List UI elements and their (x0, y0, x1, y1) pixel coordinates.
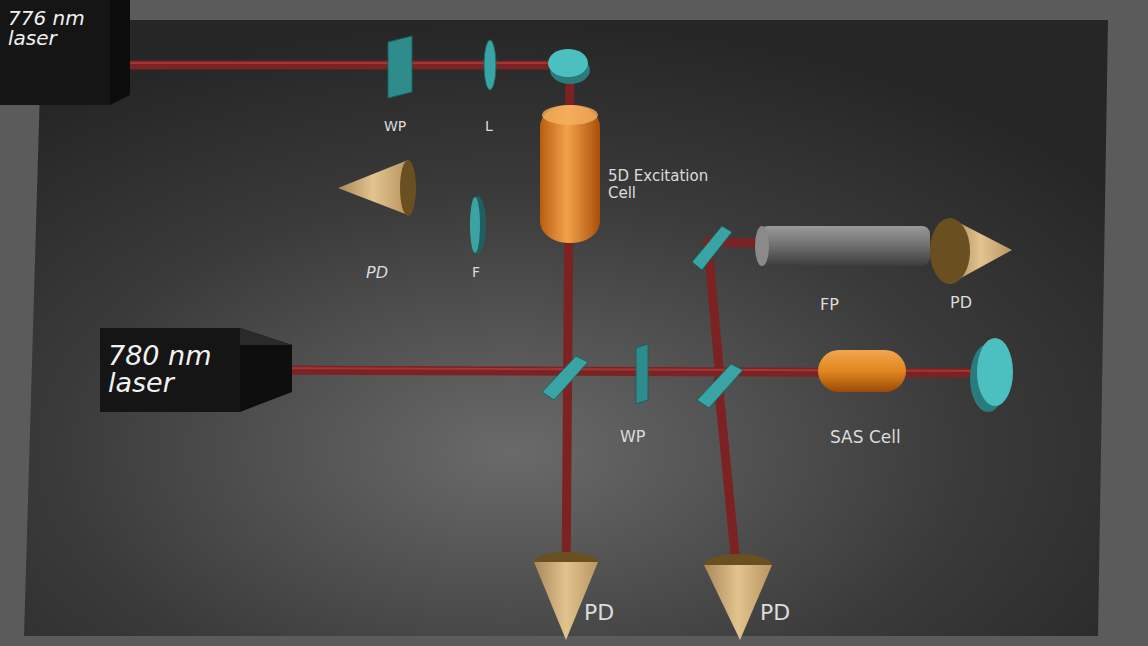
component-label: PD (366, 264, 388, 282)
laser-label: 780 nm laser (108, 342, 232, 396)
vapor-cell (540, 105, 600, 243)
photodiode (338, 160, 408, 215)
component-label: WP (620, 428, 645, 446)
component-label: PD (760, 600, 790, 625)
component-label: WP (384, 118, 406, 134)
component-label: L (485, 118, 493, 134)
laser-box: 776 nm laser (0, 0, 110, 105)
component-label: F (472, 264, 480, 280)
waveplate (388, 36, 412, 98)
mirror (548, 49, 588, 77)
beamsplitter (542, 356, 588, 400)
optical-table (24, 20, 1108, 636)
component-label: PD (950, 294, 972, 312)
mirror (692, 226, 732, 270)
filter (470, 197, 480, 253)
laser-label: 776 nm laser (8, 8, 102, 48)
component-label: SAS Cell (830, 428, 901, 448)
component-label: PD (584, 600, 614, 625)
laser-housing-side (110, 0, 130, 105)
lens (484, 40, 496, 90)
component-label: FP (820, 296, 839, 314)
mirror (977, 338, 1013, 406)
laser-beams (110, 65, 990, 585)
vapor-cell (818, 350, 906, 392)
waveplate (636, 344, 648, 404)
component-label: 5D Excitation Cell (608, 168, 726, 203)
laser-box: 780 nm laser (100, 328, 240, 412)
beamsplitter (697, 364, 743, 408)
fabry-perot (760, 226, 930, 266)
